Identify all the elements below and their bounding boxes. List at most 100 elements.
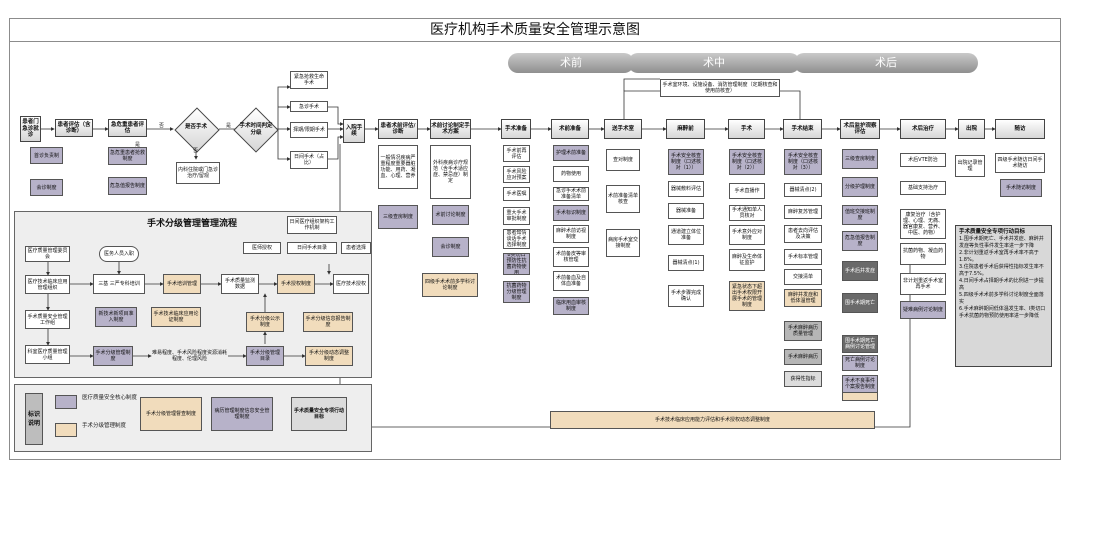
grading-day-list: 日间手术目录 (287, 242, 337, 254)
sub-discuss-2: 会诊制度 (432, 237, 469, 257)
diagram-frame: 医疗机构手术质量安全管理示意图 (9, 18, 1061, 460)
goal-item: 3.住院患者手术后获得性指标发生率不高于7.5%。 (959, 264, 1044, 277)
subs-surgery_end-3: 患者去向评估及决策 (784, 225, 822, 243)
subs-postop_treat-1: 基础支持治疗 (900, 181, 946, 195)
node-followup: 随访 (995, 119, 1045, 139)
subs-prep-3: 重大手术审批制度 (503, 207, 530, 225)
subs-postop_treat-0: 术后VTE防治 (900, 153, 946, 167)
subs-anesthesia_pre-0: 手术安全核查制度（口述核对（1）） (668, 149, 704, 175)
subs-anesthesia_pre-2: 器械准备 (668, 203, 704, 219)
sub-critical-0: 急危重患者抢救制度 (108, 147, 147, 165)
goal-item: 5.四级手术术前多学科讨论制度全面落实 (959, 292, 1044, 305)
legend-item-4: 病历管理制度信息安全管理制度 (211, 397, 273, 431)
node-patient: 患者门急诊就诊 (20, 116, 41, 142)
subs-postop_monitor-4: 手术后并发症 (842, 261, 878, 281)
decision-timing-label: 手术时间判定分级 (239, 123, 273, 136)
decision-is-surgery-label: 是否手术 (184, 124, 207, 130)
subs-preop_prep-2: 急诊手术术前准备清单 (553, 187, 589, 201)
subs-surgery-1: 手术直播作 (729, 183, 765, 199)
grading-disclose: 手术分级公示制度 (246, 312, 284, 332)
node-eval: 患者评估（含诊断） (55, 119, 93, 137)
node-emergency: 急诊手术 (290, 101, 328, 112)
label-yes-2: 是 (226, 123, 232, 129)
subs-prep-6: 抗菌药物分级管理制度 (503, 281, 530, 303)
subs-prep-0: 手术前再评估 (503, 145, 530, 162)
grading-day-org: 日间医疗组织架构工作机制 (287, 216, 337, 234)
legend-title: 标识说明 (25, 393, 43, 445)
subs-postop_treat-2: 康复治疗（含护理、心理、无痛、器官康复、营养、中医、药物） (900, 209, 946, 239)
subs-surgery_end-4: 手术标本管理 (784, 249, 822, 265)
sub-followup-1: 手术随访制度 (1000, 179, 1042, 197)
sub-to-or-2: 病房手术室交接制度 (606, 229, 640, 257)
subs-surgery_end-6: 麻醉并发症和低体温管理 (784, 289, 822, 307)
node-anesthesia: 麻醉前 (666, 119, 705, 139)
grading-med-grant: 医师授权 (243, 242, 281, 254)
legend-swatch-2 (55, 423, 77, 437)
legend-item-1: 医疗质量安全核心制度 (82, 395, 138, 401)
diagram-title: 医疗机构手术质量安全管理示意图 (10, 19, 1060, 42)
subs-preop_prep-6: 术前备血及自体血准备 (553, 271, 589, 291)
subs-postop_monitor-0: 三级查房制度 (842, 149, 878, 169)
grading-dynamic: 手术分级动态调整制度 (305, 346, 353, 366)
sub-followup-0: 四级手术随访日间手术随访 (995, 153, 1045, 173)
subs-prep-5: 8类切口预防性抗菌药物使用 (503, 253, 530, 275)
top-note: 手术室环境、设施设备、消防管理制度（定期核查和使用前核查） (660, 79, 780, 97)
node-postop-treat: 术后治疗 (900, 119, 946, 139)
grading-grant-sys: 手术授权制度 (277, 274, 315, 294)
subs-surgery_extra-1: 获得性指标 (784, 371, 822, 387)
sub-discuss-1: 术前讨论制度 (432, 205, 469, 225)
sub-discuss-0: 外科疾病诊疗规范（含手术适应症、禁忌症）制定 (430, 145, 471, 199)
node-no-surgery: 内科住院或门急诊治疗/留观 (176, 162, 220, 184)
subs-surgery_end-5: 交接清单 (784, 269, 822, 285)
subs-postop_monitor-1: 分级护理制度 (842, 177, 878, 197)
subs-prep-1: 手术风险应对预案 (503, 166, 530, 183)
grading-pt-select: 患者选择 (341, 242, 371, 254)
node-day: 日间手术（占比） (290, 151, 328, 169)
sub-to-or-0: 查对制度 (606, 149, 640, 171)
subs-preop_prep-1: 药物使用 (553, 166, 589, 182)
node-emergency-rescue: 紧急抢救生命手术 (290, 71, 328, 89)
grading-training: 三基 三严专科培训 (93, 274, 145, 294)
subs-monitor_extra-0: 围手术期死亡病例讨论管理 (842, 335, 878, 353)
sub-discuss-3: 四级手术术前多学科讨论制度 (422, 273, 478, 297)
grading-connectors (46, 260, 334, 358)
legend-panel: 标识说明 医疗质量安全核心制度 手术分级管理制度 手术分级管理督查制度 病历管理… (14, 384, 372, 452)
subs-anesthesia_pre-3: 通道建立体位准备 (668, 225, 704, 245)
goal-item: 4.日间手术占择期手术的比例进一步提高 (959, 278, 1044, 291)
legend-item-3: 手术分级管理督查制度 (140, 397, 202, 431)
subs-preop_prep-5: 术前备皮等审核管理 (553, 247, 589, 267)
node-discharge: 出院 (958, 119, 985, 139)
label-yes-1: 否 (159, 123, 165, 129)
subs-postop_treat-3: 抗菌药物、凝血药物 (900, 243, 946, 265)
goal-item: 6.手术麻醉期间低体温发生率、I类切口手术抗菌药物预防使用率进一步降低 (959, 306, 1046, 319)
node-surgery: 手术 (728, 119, 765, 139)
subs-prep-4: 患者知情谈话手术选择制度 (503, 229, 530, 249)
subs-surgery-4: 麻醉及生命体征监护 (729, 249, 765, 271)
grading-staff: 医务人员入职 (99, 246, 139, 262)
subs-prep-2: 手术医嘱 (503, 187, 530, 201)
subs-postop_monitor-5: 围手术期死亡 (842, 293, 878, 313)
grading-title: 手术分级管理管理流程 (147, 219, 238, 229)
subs-surgery_end-1: 器械清点(2) (784, 183, 822, 197)
grading-new-tech: 新技术新项目准入制度 (95, 307, 137, 327)
grading-quality-group: 手术质量安全管理工作组 (25, 310, 70, 329)
subs-surgery-2: 手术通知单人员核对 (729, 205, 765, 221)
subs-postop_monitor-3: 危急值报告制度 (842, 231, 878, 251)
phase-intraop: 术中 (628, 53, 800, 73)
grading-clinical-group: 医疗技术临床应用管理组织 (25, 275, 70, 294)
label-no-2: 否 (193, 148, 199, 154)
grading-train-sys: 手术培训管理 (163, 274, 201, 294)
subs-preop_prep-4: 麻醉术前访视制度 (553, 225, 589, 243)
sub-to-or-1: 术前准备清单核查 (606, 185, 640, 213)
goals-note: 手术质量安全专项行动目标 1.围手术期死亡、手术并发症、麻醉并发症等负性事件发生… (955, 225, 1052, 367)
subs-postop_treat-4: 非计划重返手术室再手术 (900, 273, 946, 295)
goal-item: 1.围手术期死亡、手术并发症、麻醉并发症等负性事件发生率进一步下降 (959, 236, 1044, 249)
node-preop-prep: 术前准备 (551, 119, 589, 139)
goals-title: 手术质量安全专项行动目标 (959, 229, 1026, 235)
subs-preop_prep-7: 临床用血审核制度 (553, 297, 589, 315)
grading-quality-data: 手术质量监测数据 (221, 274, 259, 294)
subs-surgery_end-2: 麻醉复苏管理 (784, 205, 822, 219)
node-surgery-end: 手术结束 (783, 119, 822, 139)
subs-monitor_extra-1: 死亡病例讨论制度 (842, 355, 878, 371)
